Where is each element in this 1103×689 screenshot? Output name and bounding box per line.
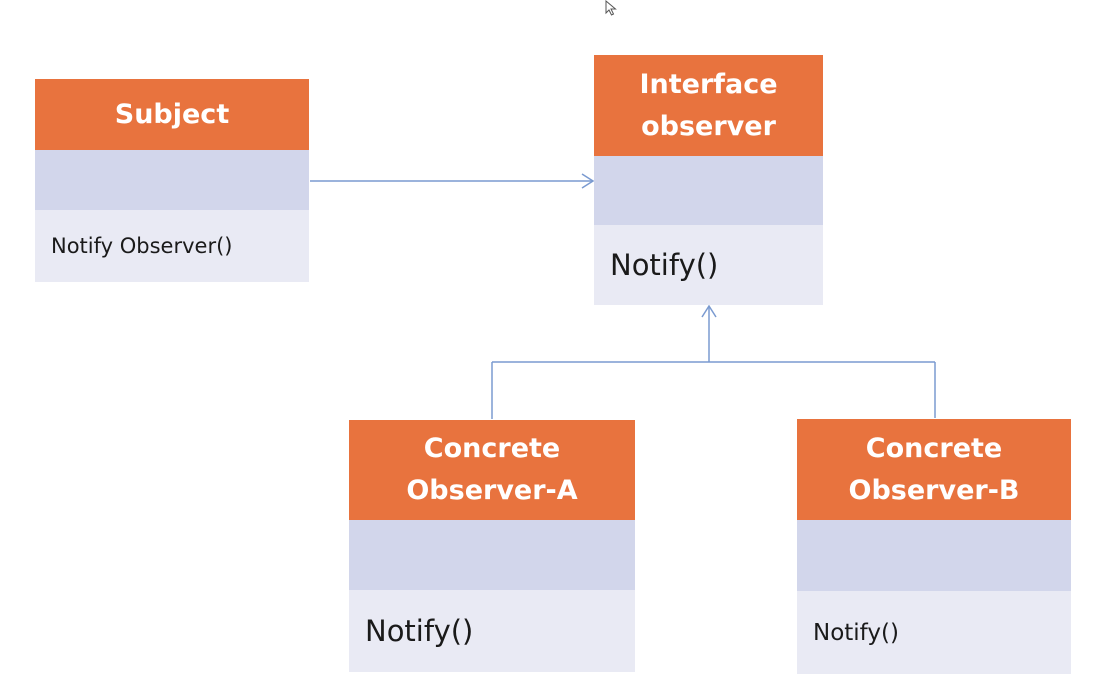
class-name-line: observer [641, 110, 776, 142]
class-concrete-observer-b-attributes [797, 520, 1071, 591]
class-name-line: Interface [639, 68, 778, 100]
method-notify: Notify() [365, 614, 474, 648]
class-interface-observer[interactable]: Interface observer Notify() [594, 55, 823, 305]
method-notify-observer: Notify Observer() [51, 234, 233, 258]
class-interface-observer-attributes [594, 156, 823, 225]
class-concrete-observer-a-name: Concrete Observer-A [349, 420, 635, 520]
class-name-line: Observer-B [848, 474, 1020, 506]
method-notify: Notify() [813, 619, 899, 646]
association-subject-to-interface [310, 173, 595, 189]
class-name-line: Concrete [423, 433, 561, 464]
class-concrete-observer-b[interactable]: Concrete Observer-B Notify() [797, 419, 1071, 674]
class-subject[interactable]: Subject Notify Observer() [35, 79, 309, 282]
class-name-line: Concrete [865, 432, 1003, 464]
class-concrete-observer-b-methods: Notify() [797, 591, 1071, 674]
class-concrete-observer-a-methods: Notify() [349, 590, 635, 672]
association-arrowhead [581, 173, 595, 189]
class-interface-observer-name: Interface observer [594, 55, 823, 156]
mouse-pointer-icon [605, 0, 617, 16]
class-name-line: Observer-A [406, 475, 578, 506]
method-notify: Notify() [610, 248, 719, 282]
realization-arrowhead [701, 304, 717, 318]
class-concrete-observer-a[interactable]: Concrete Observer-A Notify() [349, 420, 635, 672]
class-subject-methods: Notify Observer() [35, 210, 309, 282]
class-concrete-observer-a-attributes [349, 520, 635, 590]
class-name-line: Subject [114, 98, 230, 130]
class-subject-attributes [35, 150, 309, 210]
realization-observers-to-interface [491, 304, 936, 419]
class-interface-observer-methods: Notify() [594, 225, 823, 305]
class-subject-name: Subject [35, 79, 309, 150]
class-concrete-observer-b-name: Concrete Observer-B [797, 419, 1071, 520]
